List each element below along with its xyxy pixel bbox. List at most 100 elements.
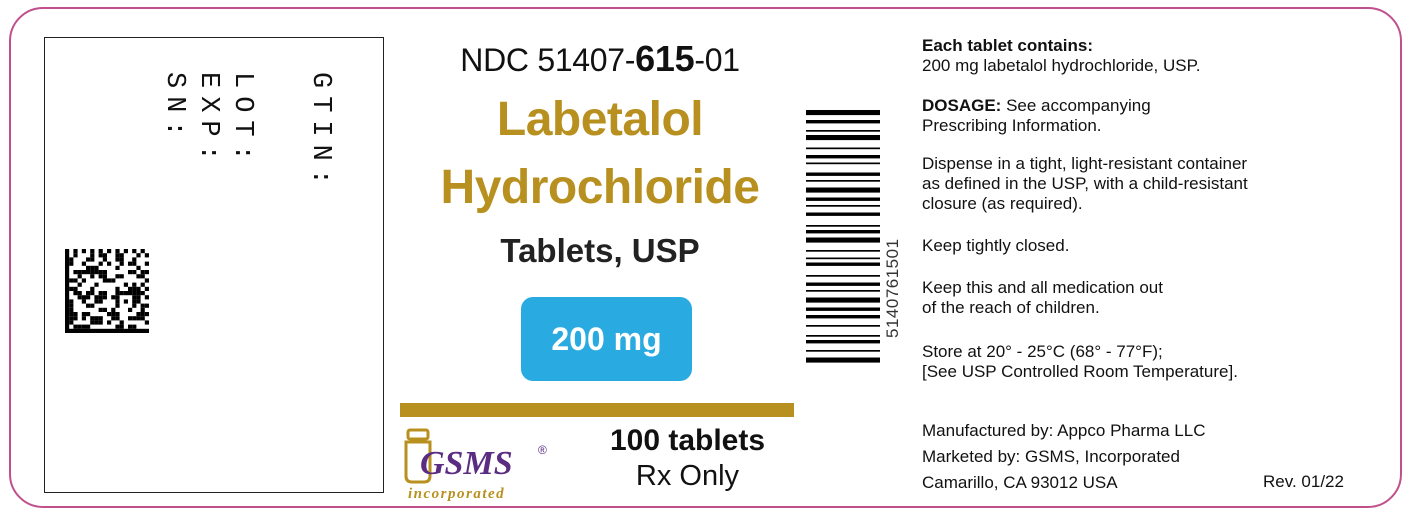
datamatrix-cell — [111, 278, 116, 283]
datamatrix-cell — [77, 295, 82, 300]
datamatrix-cell — [132, 282, 137, 287]
datamatrix-cell — [90, 265, 95, 270]
variable-data-box — [44, 37, 384, 493]
datamatrix-cell — [102, 307, 107, 312]
upc-barcode — [806, 110, 880, 363]
datamatrix-cell — [136, 316, 141, 321]
barcode-bar — [806, 180, 880, 182]
datamatrix-cell — [98, 261, 103, 266]
datamatrix-cell — [132, 249, 137, 254]
datamatrix-cell — [81, 270, 86, 275]
datamatrix-cell — [69, 316, 74, 321]
barcode-bar — [806, 340, 880, 344]
datamatrix-cell — [119, 253, 124, 258]
manufacturer-block: Manufactured by: Appco Pharma LLC Market… — [922, 418, 1392, 496]
strength-badge: 200 mg — [521, 297, 692, 381]
gtin-label: GTIN: — [305, 72, 335, 194]
gsms-logo: GSMS ® incorporated — [404, 428, 547, 502]
datamatrix-cell — [115, 303, 120, 308]
datamatrix-cell — [128, 316, 133, 321]
datamatrix-cell — [136, 274, 141, 279]
barcode-bar — [806, 297, 880, 303]
datamatrix-cell — [90, 270, 95, 275]
barcode-bar — [806, 212, 880, 216]
datamatrix-cell — [115, 265, 120, 270]
datamatrix-cell — [144, 312, 149, 317]
storage-block: Store at 20° - 25°C (68° - 77°F); [See U… — [922, 342, 1392, 382]
keep-closed: Keep tightly closed. — [922, 236, 1070, 255]
datamatrix-cell — [123, 291, 128, 296]
datamatrix-cell — [86, 257, 91, 262]
contains-text: 200 mg labetalol hydrochloride, USP. — [922, 56, 1201, 75]
datamatrix-cell — [98, 253, 103, 258]
datamatrix-cell — [132, 324, 137, 329]
datamatrix-cell — [115, 291, 120, 296]
tablet-count: 100 tablets — [609, 424, 766, 457]
datamatrix-cell — [69, 286, 74, 291]
barcode-bar — [806, 350, 880, 352]
barcode-bar — [806, 250, 880, 252]
label-border — [9, 7, 1402, 508]
warning-block: Keep this and all medication out of the … — [922, 278, 1392, 318]
datamatrix-cell — [136, 312, 141, 317]
dispense-block: Dispense in a tight, light-resistant con… — [922, 154, 1392, 214]
datamatrix-cell — [90, 303, 95, 308]
datamatrix-cell — [123, 249, 128, 254]
barcode-bar — [806, 130, 880, 132]
datamatrix-cell — [136, 299, 141, 304]
datamatrix-cell — [102, 253, 107, 258]
datamatrix-cell — [98, 274, 103, 279]
datamatrix-cell — [144, 278, 149, 283]
datamatrix-cell — [90, 286, 95, 291]
datamatrix-cell — [140, 303, 145, 308]
datamatrix-cell — [81, 278, 86, 283]
datamatrix-cell — [81, 261, 86, 266]
datamatrix-cell — [128, 307, 133, 312]
datamatrix-cell — [69, 312, 74, 317]
storage-line-1: Store at 20° - 25°C (68° - 77°F); — [922, 342, 1163, 361]
datamatrix-cell — [81, 295, 86, 300]
datamatrix-cell — [128, 291, 133, 296]
ndc-product-code: 615 — [635, 38, 695, 79]
exp-label: EXP: — [193, 72, 223, 169]
datamatrix-cell — [77, 291, 82, 296]
barcode-bar — [806, 147, 880, 150]
datamatrix-cell — [107, 320, 112, 325]
datamatrix-cell — [94, 295, 99, 300]
datamatrix-cell — [90, 257, 95, 262]
barcode-bar — [806, 335, 880, 337]
datamatrix-cell — [102, 270, 107, 275]
datamatrix-cell — [132, 303, 137, 308]
datamatrix-cell — [111, 295, 116, 300]
barcode-bar — [806, 155, 880, 159]
datamatrix-cell — [107, 278, 112, 283]
ndc-number: NDC 51407-615-01 — [400, 38, 800, 80]
datamatrix-cell — [102, 291, 107, 296]
datamatrix-cell — [140, 316, 145, 321]
datamatrix-cell — [102, 274, 107, 279]
datamatrix-cell — [144, 261, 149, 266]
warning-line-1: Keep this and all medication out — [922, 278, 1163, 297]
datamatrix-cell — [69, 261, 74, 266]
datamatrix-cell — [119, 257, 124, 262]
barcode-bar — [806, 187, 880, 193]
datamatrix-cell — [111, 312, 116, 317]
datamatrix-cell — [144, 295, 149, 300]
datamatrix-cell — [77, 274, 82, 279]
datamatrix-cell — [144, 286, 149, 291]
datamatrix-cell — [102, 278, 107, 283]
datamatrix-cell — [115, 295, 120, 300]
datamatrix-cell — [86, 312, 91, 317]
sn-label: SN: — [159, 72, 189, 145]
dispense-line-3: closure (as required). — [922, 194, 1083, 213]
datamatrix-cell — [77, 282, 82, 287]
datamatrix-cell — [94, 316, 99, 321]
datamatrix-cell — [115, 324, 120, 329]
datamatrix-cell — [119, 320, 124, 325]
barcode-bar — [806, 237, 880, 243]
datamatrix-cell — [144, 270, 149, 275]
datamatrix-cell — [115, 249, 120, 254]
barcode-bar — [806, 262, 880, 266]
datamatrix-cell — [102, 257, 107, 262]
datamatrix-cell — [81, 316, 86, 321]
